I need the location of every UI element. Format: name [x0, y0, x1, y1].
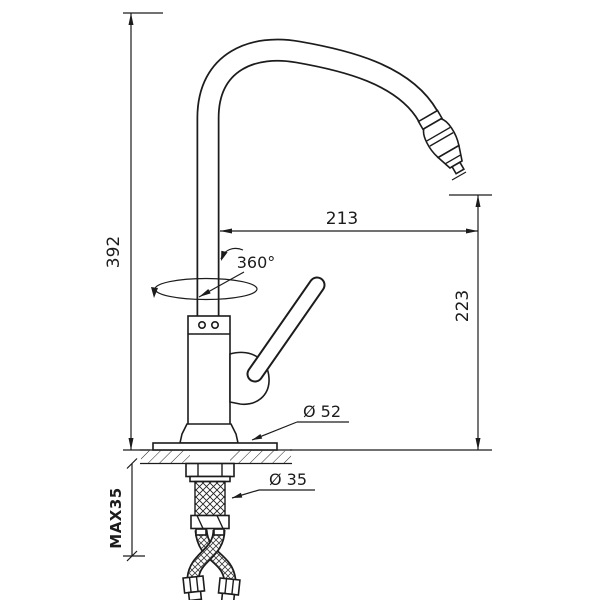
- faucet-spout: [196, 38, 440, 344]
- indicator-dot: [211, 320, 220, 329]
- hose-fitting: [190, 514, 230, 530]
- arrow-down-icon: [475, 438, 481, 450]
- hole-diameter-callout: Ø 35: [231, 470, 315, 499]
- arrow-down-icon: [128, 438, 134, 450]
- faucet-body: [152, 315, 278, 451]
- dim-outlet-height: 223: [290, 194, 492, 451]
- base-diameter-label: Ø 52: [303, 402, 341, 421]
- spray-taper: [436, 144, 463, 169]
- hose-nut: [217, 577, 241, 600]
- hose-left-braid: [196, 529, 235, 582]
- arrow-left-icon: [220, 228, 232, 234]
- swivel-angle-label: 360°: [237, 253, 276, 272]
- swivel-arc-arrow-icon: [221, 250, 228, 261]
- swivel-arrow-icon: [151, 287, 158, 298]
- counter-hatch-left: [141, 450, 190, 464]
- counter-hatch-right: [230, 450, 291, 464]
- countertop: [140, 449, 292, 465]
- body-column: [187, 315, 231, 429]
- spray-band-line: [426, 126, 451, 142]
- locknut: [185, 462, 235, 478]
- leader-arrow-icon: [232, 492, 243, 498]
- base-flange: [179, 423, 239, 444]
- leader-arrow-icon: [199, 289, 211, 297]
- hole-diameter-label: Ø 35: [269, 470, 307, 489]
- arrow-up-icon: [128, 13, 134, 25]
- tick-slash: [126, 458, 138, 469]
- dim-max-thickness: MAX35: [107, 458, 145, 562]
- max-thickness-label: MAX35: [107, 487, 125, 548]
- spray-band-line: [429, 132, 454, 147]
- leader-arrow-icon: [252, 434, 263, 440]
- hose-crimp-sleeve: [195, 528, 207, 536]
- dim-total-height: 392: [104, 12, 163, 451]
- base-diameter-callout: Ø 52: [251, 402, 349, 441]
- total-height-label: 392: [104, 236, 124, 268]
- handle-lever-fill: [248, 278, 324, 381]
- threaded-shank: [194, 480, 226, 517]
- locknut-facets: [197, 463, 223, 477]
- hose-crimp-sleeve: [213, 528, 225, 536]
- spout-fill: [198, 40, 438, 342]
- hose-right-braid: [188, 529, 224, 579]
- deck-plate: [152, 442, 278, 451]
- faucet-handle: [229, 276, 326, 405]
- indicator-dot: [198, 320, 207, 329]
- mounting-shank: [185, 462, 235, 530]
- supply-hoses: [182, 528, 241, 600]
- washer: [189, 475, 231, 483]
- hose-nut: [182, 575, 206, 600]
- swivel-annotation: 360°: [151, 247, 276, 301]
- outlet-height-label: 223: [453, 290, 473, 322]
- spout-reach-label: 213: [326, 209, 358, 229]
- arrow-right-icon: [466, 228, 478, 234]
- nozzle-tick: [451, 171, 467, 181]
- arrow-up-icon: [475, 195, 481, 207]
- spray-nozzle: [451, 161, 465, 175]
- fitting-facets: [196, 515, 224, 529]
- spray-ring-line: [444, 154, 462, 165]
- spray-head: [417, 109, 465, 175]
- dim-spout-reach: 213: [220, 209, 478, 234]
